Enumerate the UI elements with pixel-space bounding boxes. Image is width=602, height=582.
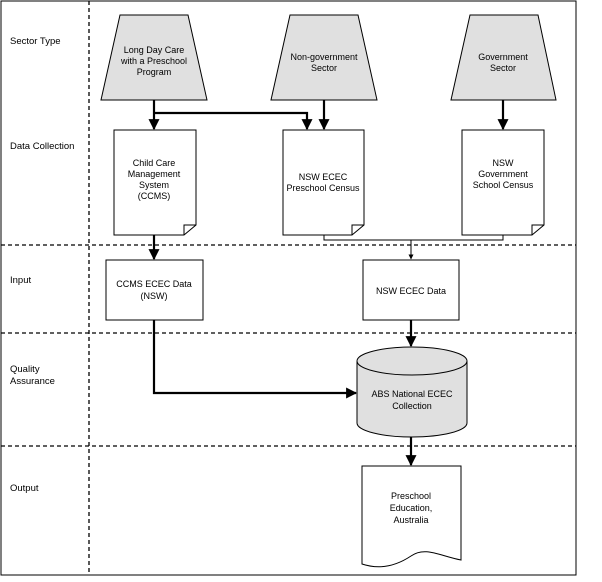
sector-long-day-care-label-line-3: Program [137, 67, 172, 77]
output-preschool-education-australia-label-line-1: Preschool [391, 491, 431, 501]
lane-label-sector-type-line-1: Sector Type [10, 36, 61, 47]
output-preschool-education-australia-label-line-3: Australia [393, 515, 428, 525]
connector-school-census-to-nsw-ecec-data [411, 235, 504, 241]
sector-long-day-care-label-line-2: with a Preschool [120, 56, 187, 66]
collection-ccms-label-line-1: Child Care [133, 158, 176, 168]
collection-nsw-government-school-census-fold [531, 224, 544, 235]
lane-label-data-collection-line-1: Data Collection [10, 141, 74, 152]
input-ccms-ecec-data-label-line-1: CCMS ECEC Data [116, 279, 192, 289]
collection-nsw-ecec-preschool-census-label-line-2: Preschool Census [286, 183, 360, 193]
lane-label-sector-type: Sector Type [10, 36, 61, 47]
sector-long-day-care-label-line-1: Long Day Care [124, 45, 185, 55]
input-ccms-ecec-data-label-line-2: (NSW) [141, 291, 168, 301]
abs-national-ecec-collection-label-line-2: Collection [392, 401, 432, 411]
collection-nsw-government-school-census-label-line-1: NSW [493, 158, 515, 168]
lane-label-output: Output [10, 483, 39, 494]
sector-government-label-line-2: Sector [490, 63, 516, 73]
output-preschool-education-australia [361, 465, 462, 568]
lane-label-data-collection: Data Collection [10, 141, 74, 152]
lane-label-quality-assurance-line-1: Quality [10, 364, 40, 375]
lane-label-input-line-1: Input [10, 275, 31, 286]
output-preschool-education-australia-label-line-2: Education, [390, 503, 433, 513]
connector-long-day-care-to-preschool-census [154, 111, 313, 131]
abs-national-ecec-collection-label: ABS National ECEC Collection [371, 389, 453, 411]
connector-ccms-ecec-data-to-abs [152, 320, 358, 399]
lane-label-quality-assurance-line-2: Assurance [10, 376, 55, 387]
abs-national-ecec-collection-label-line-1: ABS National ECEC [371, 389, 453, 399]
collection-nsw-ecec-preschool-census [282, 129, 365, 236]
collection-nsw-government-school-census-label-line-3: School Census [473, 180, 534, 190]
lane-label-output-line-1: Output [10, 483, 39, 494]
collection-ccms-label-line-4: (CCMS) [138, 191, 171, 201]
collection-nsw-ecec-preschool-census-label-line-1: NSW ECEC [299, 172, 348, 182]
collection-ccms-label-line-2: Management [128, 169, 181, 179]
input-ccms-ecec-data [105, 259, 204, 321]
abs-national-ecec-collection-top [356, 346, 468, 376]
collection-nsw-government-school-census-label-line-2: Government [478, 169, 528, 179]
connector-preschool-census-to-nsw-ecec-data [323, 235, 414, 260]
input-nsw-ecec-data [362, 259, 460, 321]
collection-ccms [113, 129, 197, 236]
collection-ccms-fold [183, 224, 196, 235]
sector-government-label-line-1: Government [478, 52, 528, 62]
collection-ccms-label-line-3: System [139, 180, 169, 190]
input-ccms-ecec-data-label: CCMS ECEC Data (NSW) [116, 279, 192, 301]
lane-label-input: Input [10, 275, 31, 286]
sector-non-government [270, 14, 378, 101]
collection-nsw-government-school-census [461, 129, 545, 236]
input-nsw-ecec-data-label-line-1: NSW ECEC Data [376, 286, 446, 296]
collection-nsw-ecec-preschool-census-fold [351, 224, 364, 235]
sector-non-government-label-line-2: Sector [311, 63, 337, 73]
sector-government [450, 14, 557, 101]
sector-non-government-label-line-1: Non-government [290, 52, 358, 62]
input-nsw-ecec-data-label: NSW ECEC Data [376, 286, 446, 296]
sector-long-day-care [100, 14, 208, 101]
